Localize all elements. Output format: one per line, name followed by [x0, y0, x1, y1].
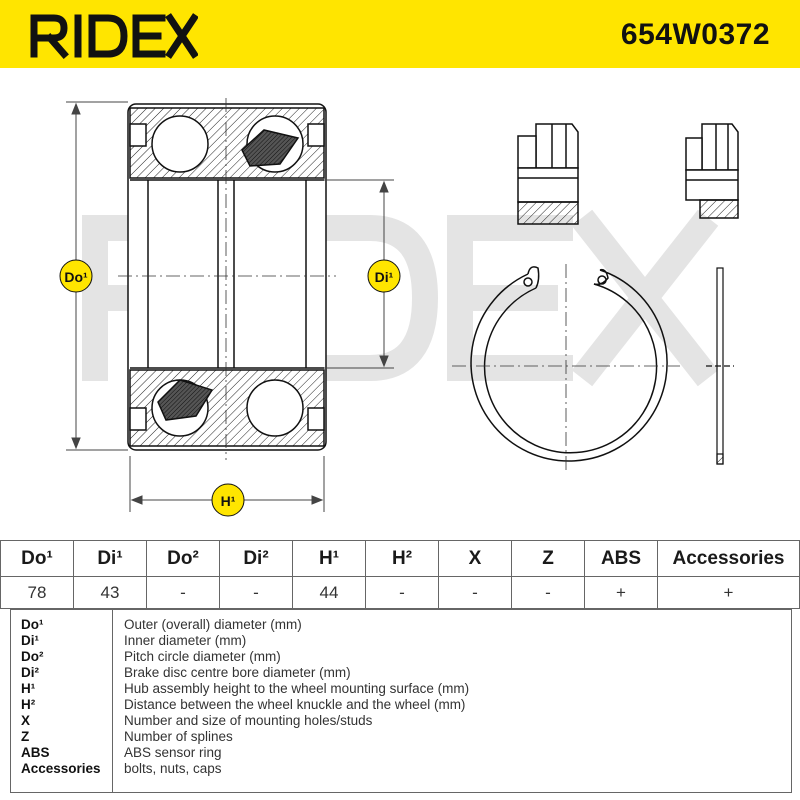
- header-h2: H²: [365, 540, 439, 577]
- circlip-drawing: [470, 266, 668, 462]
- legend-item: X Number and size of mounting holes/stud…: [11, 713, 791, 729]
- legend-desc: Hub assembly height to the wheel mountin…: [124, 681, 470, 696]
- header-z: Z: [511, 540, 585, 577]
- part-number: 654W0372: [620, 18, 770, 51]
- legend-desc: Brake disc centre bore diameter (mm): [124, 665, 351, 680]
- legend-key: Di²: [21, 665, 39, 680]
- legend-key: X: [21, 713, 31, 728]
- dimension-label-h: H¹: [211, 483, 245, 517]
- legend-item: ABS ABS sensor ring: [11, 745, 791, 761]
- value-do1: 78: [0, 576, 74, 609]
- legend-desc: Pitch circle diameter (mm): [124, 649, 281, 664]
- spec-table-header-row: Do¹ Di¹ Do² Di² H¹ H² X Z ABS Accessorie…: [0, 540, 800, 577]
- nut-small-drawing: [685, 123, 739, 219]
- legend-item: Z Number of splines: [11, 729, 791, 745]
- legend-desc: ABS sensor ring: [124, 745, 222, 760]
- legend-item: Di¹ Inner diameter (mm): [11, 633, 791, 649]
- header-di2: Di²: [219, 540, 293, 577]
- value-abs: +: [584, 576, 658, 609]
- value-h1: 44: [292, 576, 366, 609]
- header-di1: Di¹: [73, 540, 147, 577]
- legend-desc: bolts, nuts, caps: [124, 761, 222, 776]
- spec-table-value-row: 78 43 - - 44 - - - + +: [0, 576, 800, 609]
- legend-key: Do²: [21, 649, 44, 664]
- header-do1: Do¹: [0, 540, 74, 577]
- legend-key: H¹: [21, 681, 36, 696]
- legend-desc: Inner diameter (mm): [124, 633, 247, 648]
- spec-table: Do¹ Di¹ Do² Di² H¹ H² X Z ABS Accessorie…: [0, 540, 800, 609]
- dimension-label-do: Do¹: [59, 259, 93, 293]
- nut-large-drawing: [517, 123, 579, 225]
- header-abs: ABS: [584, 540, 658, 577]
- legend-item: Do¹ Outer (overall) diameter (mm): [11, 617, 791, 633]
- value-z: -: [511, 576, 585, 609]
- dimension-lines: [66, 101, 394, 512]
- legend-item: H¹ Hub assembly height to the wheel moun…: [11, 681, 791, 697]
- legend-divider: [112, 610, 113, 792]
- value-di1: 43: [73, 576, 147, 609]
- header-x: X: [438, 540, 512, 577]
- legend-desc: Number of splines: [124, 729, 233, 744]
- legend-item: Do² Pitch circle diameter (mm): [11, 649, 791, 665]
- value-h2: -: [365, 576, 439, 609]
- value-x: -: [438, 576, 512, 609]
- value-do2: -: [146, 576, 220, 609]
- legend-item: H² Distance between the wheel knuckle an…: [11, 697, 791, 713]
- value-accessories: +: [657, 576, 800, 609]
- header-do2: Do²: [146, 540, 220, 577]
- technical-drawing: Do¹ Di¹ H¹: [59, 98, 739, 517]
- legend-key: Di¹: [21, 633, 39, 648]
- ridex-logo: [30, 13, 198, 59]
- legend-key: H²: [21, 697, 36, 712]
- legend-key: Do¹: [21, 617, 44, 632]
- legend-desc: Distance between the wheel knuckle and t…: [124, 697, 466, 712]
- legend-box: Do¹ Outer (overall) diameter (mm) Di¹ In…: [10, 609, 792, 793]
- legend-key: ABS: [21, 745, 50, 760]
- svg-text:Do¹: Do¹: [64, 269, 88, 285]
- center-lines: [118, 98, 336, 460]
- legend-item: Accessories bolts, nuts, caps: [11, 761, 791, 777]
- legend-desc: Outer (overall) diameter (mm): [124, 617, 302, 632]
- legend-item: Di² Brake disc centre bore diameter (mm): [11, 665, 791, 681]
- header-h1: H¹: [292, 540, 366, 577]
- header-bar: 654W0372: [0, 0, 800, 68]
- dimension-label-di: Di¹: [367, 259, 401, 293]
- legend-key: Accessories: [21, 761, 101, 776]
- svg-text:Di¹: Di¹: [375, 269, 394, 285]
- washer-side-drawing: [706, 267, 734, 465]
- circlip-center-lines: [452, 264, 680, 472]
- value-di2: -: [219, 576, 293, 609]
- header-accessories: Accessories: [657, 540, 800, 577]
- bearing-section: [127, 103, 327, 451]
- legend-desc: Number and size of mounting holes/studs: [124, 713, 373, 728]
- svg-text:H¹: H¹: [221, 493, 236, 509]
- legend-key: Z: [21, 729, 30, 744]
